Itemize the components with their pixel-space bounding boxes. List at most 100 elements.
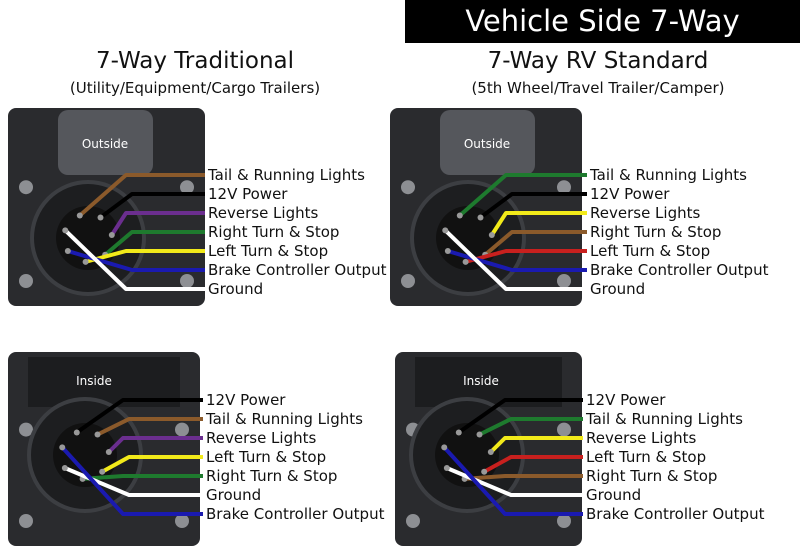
wire-line: [75, 398, 203, 435]
connector-label: Outside: [464, 137, 510, 151]
wire-label: Reverse Lights: [208, 204, 319, 222]
connector-label: Inside: [76, 374, 112, 388]
wire-line: [78, 173, 205, 217]
pin-icon: [481, 468, 488, 475]
wire-label: Ground: [208, 280, 264, 298]
mounting-hole-icon: [557, 274, 571, 288]
wire-line: [478, 417, 583, 437]
column-heading-rv: 7-Way RV Standard: [487, 48, 709, 74]
column-heading-traditional: 7-Way Traditional: [95, 48, 295, 74]
wire-line: [99, 192, 205, 220]
wire-line: [447, 249, 587, 272]
wire-label: Ground: [586, 486, 642, 504]
pin-icon: [476, 431, 483, 438]
wire-label: Brake Controller Output: [586, 505, 765, 523]
wire-label: Right Turn & Stop: [586, 467, 718, 485]
wire-label: Tail & Running Lights: [590, 166, 747, 184]
mounting-hole-icon: [406, 514, 420, 528]
mounting-hole-icon: [401, 180, 415, 195]
mounting-hole-icon: [19, 180, 33, 195]
wire-line: [483, 230, 587, 257]
connector-label: Inside: [463, 374, 499, 388]
connector-panel-3: Inside: [8, 352, 203, 546]
wire-line: [67, 249, 205, 272]
wire-label: Ground: [590, 280, 646, 298]
wire-label: Left Turn & Stop: [586, 448, 707, 466]
pin-icon: [99, 468, 106, 475]
wire-label: Left Turn & Stop: [208, 242, 329, 260]
wire-label: Reverse Lights: [590, 204, 701, 222]
mounting-hole-icon: [401, 274, 415, 288]
mounting-hole-icon: [180, 274, 194, 288]
mounting-hole-icon: [557, 422, 571, 437]
connector-cover: [58, 110, 153, 175]
wire-label: Right Turn & Stop: [206, 467, 338, 485]
pin-icon: [76, 212, 83, 219]
pin-icon: [94, 431, 101, 438]
wire-label: Tail & Running Lights: [586, 410, 743, 428]
mounting-hole-icon: [180, 180, 194, 195]
column-subtitle-traditional: (Utility/Equipment/Cargo Trailers): [69, 79, 321, 97]
wire-label: Brake Controller Output: [206, 505, 385, 523]
connector-cover: [440, 110, 535, 175]
wire-line: [110, 211, 205, 237]
wire-line: [443, 228, 587, 291]
pin-icon: [477, 214, 484, 221]
wire-label: Reverse Lights: [586, 429, 697, 447]
wire-line: [458, 173, 587, 217]
diagram-title: Vehicle Side 7-Way: [405, 0, 800, 43]
wire-label: Right Turn & Stop: [590, 223, 722, 241]
wire-line: [63, 228, 205, 291]
mounting-hole-icon: [19, 274, 33, 288]
pin-icon: [82, 258, 89, 265]
pin-icon: [108, 232, 115, 239]
pin-icon: [62, 227, 69, 234]
wire-label: Right Turn & Stop: [208, 223, 340, 241]
wire-line: [96, 417, 203, 437]
wire-line: [457, 398, 583, 435]
wire-label: 12V Power: [208, 185, 288, 203]
pin-icon: [442, 227, 449, 234]
pin-icon: [455, 429, 462, 436]
wire-label: Ground: [206, 486, 262, 504]
wire-line: [107, 436, 203, 454]
mounting-hole-icon: [19, 514, 33, 528]
wire-line: [442, 446, 583, 516]
connector-label: Outside: [82, 137, 128, 151]
pin-icon: [59, 444, 66, 451]
wire-line: [64, 466, 203, 497]
wire-line: [483, 455, 583, 474]
wire-label: Left Turn & Stop: [590, 242, 711, 260]
pin-icon: [488, 232, 495, 239]
connector-panel-2: Outside: [390, 108, 587, 306]
wire-label: Reverse Lights: [206, 429, 317, 447]
mounting-hole-icon: [557, 514, 571, 528]
pin-icon: [443, 465, 450, 472]
wire-label: Left Turn & Stop: [206, 448, 327, 466]
wire-line: [101, 455, 203, 474]
mounting-hole-icon: [175, 514, 189, 528]
wire-line: [490, 211, 587, 237]
wire-line: [479, 192, 587, 220]
wire-line: [103, 230, 205, 257]
pin-icon: [441, 444, 448, 451]
pin-icon: [61, 465, 68, 472]
pin-icon: [64, 248, 71, 255]
pin-icon: [97, 214, 104, 221]
wire-label: Brake Controller Output: [208, 261, 387, 279]
wire-line: [464, 474, 583, 481]
wire-line: [446, 466, 583, 497]
pin-icon: [105, 449, 112, 456]
wire-label: Tail & Running Lights: [206, 410, 363, 428]
connector-panel-1: Outside: [8, 108, 205, 306]
mounting-hole-icon: [175, 422, 189, 437]
wire-line: [489, 436, 583, 454]
connector-panel-4: Inside: [395, 352, 583, 546]
mounting-hole-icon: [557, 180, 571, 195]
column-subtitle-rv: (5th Wheel/Travel Trailer/Camper): [471, 79, 725, 97]
pin-icon: [487, 449, 494, 456]
pin-icon: [73, 429, 80, 436]
wire-label: 12V Power: [206, 391, 286, 409]
